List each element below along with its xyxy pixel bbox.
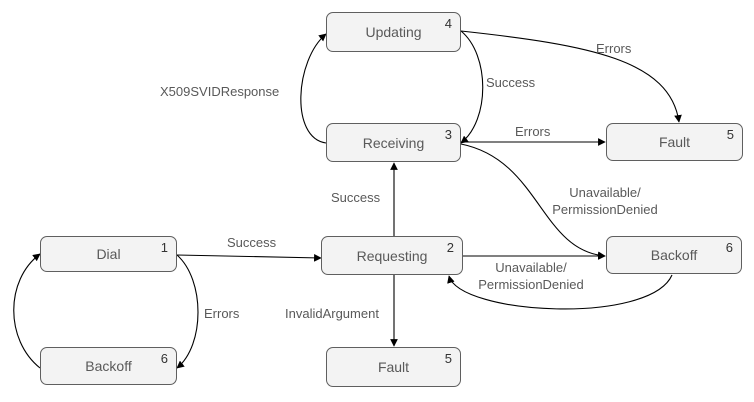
state-updating-label: Updating <box>365 24 422 40</box>
label-requesting-to-receiving: Success <box>331 190 381 205</box>
state-fault-bottom: Fault 5 <box>326 347 461 387</box>
state-fault-top-number: 5 <box>726 127 734 142</box>
edge-receiving-to-backoff <box>460 143 606 260</box>
state-backoff-right-label: Backoff <box>650 247 698 263</box>
label-requesting-to-fault: InvalidArgument <box>285 306 379 321</box>
label-receiving-to-updating: X509SVIDResponse <box>160 84 280 99</box>
state-dial: Dial 1 <box>40 236 177 272</box>
state-backoff-right-number: 6 <box>725 240 733 255</box>
state-updating-number: 4 <box>444 16 452 31</box>
state-dial-label: Dial <box>96 246 121 262</box>
label-receiving-to-fault: Errors <box>515 124 551 139</box>
edge-updating-to-receiving <box>460 30 484 144</box>
state-fault-bottom-label: Fault <box>377 359 410 375</box>
label-receiving-to-backoff-line2: PermissionDenied <box>552 202 658 217</box>
edge-backoff-to-dial <box>13 253 41 369</box>
edge-dial-to-backoff <box>176 254 199 369</box>
state-requesting: Requesting 2 <box>321 236 463 275</box>
state-backoff-left: Backoff 6 <box>40 347 177 385</box>
state-backoff-right: Backoff 6 <box>606 236 742 274</box>
edge-dial-to-requesting <box>176 254 322 262</box>
label-requesting-to-backoff-line1: Unavailable/ <box>495 260 567 275</box>
state-dial-number: 1 <box>160 240 168 255</box>
state-fault-top: Fault 5 <box>606 123 743 161</box>
label-receiving-to-backoff: Unavailable/ PermissionDenied <box>540 184 670 218</box>
edge-updating-to-fault <box>460 30 682 123</box>
label-dial-to-backoff: Errors <box>204 306 240 321</box>
label-updating-to-receiving: Success <box>486 75 536 90</box>
state-requesting-label: Requesting <box>356 247 428 264</box>
state-receiving-label: Receiving <box>362 134 425 151</box>
label-requesting-to-backoff-line2: PermissionDenied <box>478 277 584 292</box>
edge-backoff-to-requesting <box>447 274 673 310</box>
state-receiving-number: 3 <box>444 127 452 142</box>
state-backoff-left-label: Backoff <box>85 358 132 374</box>
state-updating: Updating 4 <box>326 12 461 52</box>
label-updating-to-fault: Errors <box>596 41 632 56</box>
label-requesting-to-backoff: Unavailable/ PermissionDenied <box>466 259 596 293</box>
edge-receiving-to-updating <box>300 33 327 144</box>
state-backoff-left-number: 6 <box>160 351 168 366</box>
label-dial-to-requesting: Success <box>227 235 277 250</box>
state-fault-bottom-number: 5 <box>444 351 452 366</box>
state-requesting-number: 2 <box>446 240 454 255</box>
state-fault-top-label: Fault <box>658 134 691 150</box>
state-receiving: Receiving 3 <box>326 123 461 162</box>
label-receiving-to-backoff-line1: Unavailable/ <box>569 185 641 200</box>
